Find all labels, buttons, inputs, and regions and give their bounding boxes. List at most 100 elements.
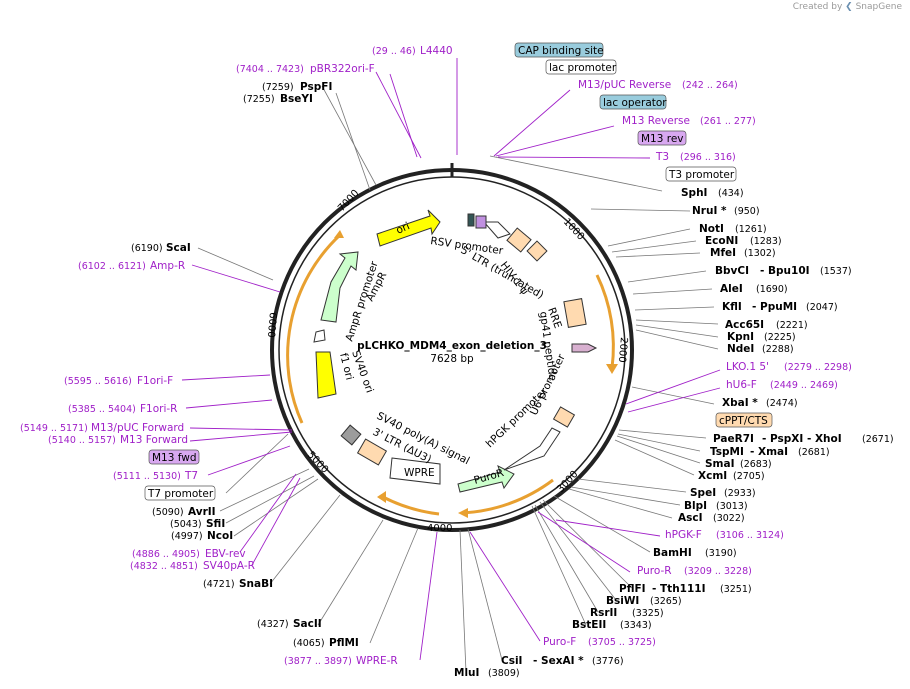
ltr3-box [356,438,388,466]
enz-bsteii[interactable]: BstEII [572,619,606,631]
enz-econi[interactable]: EcoNI [705,235,738,247]
box-cap[interactable] [514,42,604,58]
enz-kpni[interactable]: KpnI [727,331,754,343]
right-primers[interactable]: M13/pUC Reverse (242 .. 264) M13 Reverse… [543,79,852,648]
enz-bbvci[interactable]: BbvCI [715,265,749,277]
enz-bamhi[interactable]: BamHI [653,547,692,559]
enz-tspmi[interactable]: TspMI [710,446,744,458]
enz-mfei[interactable]: MfeI [710,247,736,259]
inner-features [313,209,598,493]
primer-ampr[interactable]: Amp-R [150,260,185,272]
enz-asci-pos: (3022) [713,513,745,524]
enz-bpu10i[interactable]: - Bpu10I [760,265,810,277]
ampr-arrow [320,251,359,323]
enz-rsrii[interactable]: RsrII [590,607,617,619]
enz-tth111i[interactable]: - Tth111I [652,583,706,595]
enz-sacii[interactable]: SacII [293,618,322,630]
ampr-promoter [313,329,326,343]
primer-m13puc-rev[interactable]: M13/pUC Reverse [578,79,671,91]
right-enzymes[interactable]: SphI (434) NruI * (950) NotI (1261) EcoN… [454,187,894,679]
enz-pflmi[interactable]: PflMI [329,637,359,649]
enz-bsiwi[interactable]: BsiWI [606,595,639,607]
primer-l4440[interactable]: L4440 [420,45,453,57]
enz-acc65i[interactable]: Acc65I [725,319,764,331]
box-t7-promoter[interactable] [144,485,216,501]
enz-snabi[interactable]: SnaBI [239,578,273,590]
box-lac-operator[interactable] [599,94,667,110]
enz-sphi[interactable]: SphI [681,187,707,199]
primer-lines [181,58,721,661]
enz-bseyi-pos: (7255) [243,94,275,105]
tick-4000: 4000 [427,523,452,534]
top-labels[interactable]: (29 .. 46) L4440 (7404 .. 7423) pBR322or… [236,45,453,105]
tick-7000: 7000 [336,188,361,214]
box-lac-promoter[interactable] [545,59,617,75]
primer-m13puc-fwd[interactable]: M13/pUC Forward [91,422,184,434]
enz-noti-pos: (1261) [735,224,767,235]
tick-6000: 6000 [265,312,278,338]
primer-t7[interactable]: T7 [184,470,198,482]
left-labels[interactable]: (6190) ScaI (6102 .. 6121) Amp-R (5595 .… [20,242,398,667]
enz-pspfi-pos: (7259) [262,82,294,93]
box-m13-rev-label: M13 rev [641,133,684,145]
primer-wprer[interactable]: WPRE-R [356,655,398,667]
primer-m13-reverse[interactable]: M13 Reverse [622,115,690,127]
primer-m13-forward[interactable]: M13 Forward [120,434,188,446]
enz-blpi[interactable]: BlpI [684,500,707,512]
primer-puror[interactable]: Puro-R [637,565,672,577]
enz-xbai[interactable]: XbaI * [722,397,758,409]
enz-sphi-pos: (434) [718,188,744,199]
enz-scai-pos: (6190) [131,243,163,254]
primer-l4440-pos: (29 .. 46) [372,46,416,57]
m13-rev-mark [475,215,487,229]
box-m13-fwd[interactable] [148,449,200,465]
enz-pflfi-pos: (3251) [720,584,752,595]
enz-spei[interactable]: SpeI [690,487,716,499]
primer-m13puc-rev-pos: (242 .. 264) [682,80,738,91]
enz-snabi-pos: (4721) [203,579,235,590]
primer-hu6f[interactable]: hU6-F [726,379,757,391]
enz-scai[interactable]: ScaI [166,242,191,254]
enz-sfii[interactable]: SfiI [206,518,225,530]
enz-paer7i[interactable]: PaeR7I [713,433,754,445]
wpre-arrow [389,457,441,485]
enz-bamhi-pos: (3190) [705,548,737,559]
enz-sexai[interactable]: - SexAI * [533,655,584,667]
enz-pflfi[interactable]: PflFI [619,583,646,595]
enz-xmai[interactable]: - XmaI [750,446,788,458]
enz-noti[interactable]: NotI [699,223,724,235]
enz-smai[interactable]: SmaI [705,458,735,470]
enz-nrui[interactable]: NruI * [692,205,727,217]
primer-sv40par[interactable]: SV40pA-R [203,560,255,572]
primer-lko1[interactable]: LKO.1 5' [726,361,769,373]
boxed-labels[interactable]: CAP binding site lac promoter lac operat… [144,42,773,501]
primer-hpgkf[interactable]: hPGK-F [665,529,702,541]
enz-pspxi-xhoi[interactable]: - PspXI - XhoI [762,433,842,445]
arc-1 [595,274,615,369]
primer-purof[interactable]: Puro-F [543,636,576,648]
enz-alei[interactable]: AleI [720,283,743,295]
enz-mlui[interactable]: MluI [454,667,479,679]
enz-ncoi[interactable]: NcoI [207,530,233,542]
enz-bseyi[interactable]: BseYI [280,93,313,105]
enz-avrii[interactable]: AvrII [188,506,216,518]
enz-pspfi[interactable]: PspFI [300,81,332,93]
enz-asci[interactable]: AscI [678,512,703,524]
primer-t3[interactable]: T3 [655,151,669,163]
enz-xcmi[interactable]: XcmI [698,470,727,482]
snapgene-logo-icon: ❮ [845,2,853,12]
enz-nrui-pos: (950) [734,206,760,217]
enz-ppumi[interactable]: - PpuMI [752,301,797,313]
box-cppt[interactable] [715,412,773,428]
enz-csii[interactable]: CsiI [501,655,522,667]
primer-f1orif[interactable]: F1ori-F [137,375,173,387]
enz-ndei[interactable]: NdeI [727,343,754,355]
enz-blpi-pos: (3013) [716,501,748,512]
primer-pbr322[interactable]: pBR322ori-F [310,63,375,75]
enz-kfli[interactable]: KflI [722,301,742,313]
box-m13-rev[interactable] [637,130,687,146]
primer-ebvrev[interactable]: EBV-rev [205,548,246,560]
enz-xbai-pos: (2474) [766,398,798,409]
primer-f1orir[interactable]: F1ori-R [140,403,177,415]
box-t3-promoter[interactable] [665,166,737,182]
